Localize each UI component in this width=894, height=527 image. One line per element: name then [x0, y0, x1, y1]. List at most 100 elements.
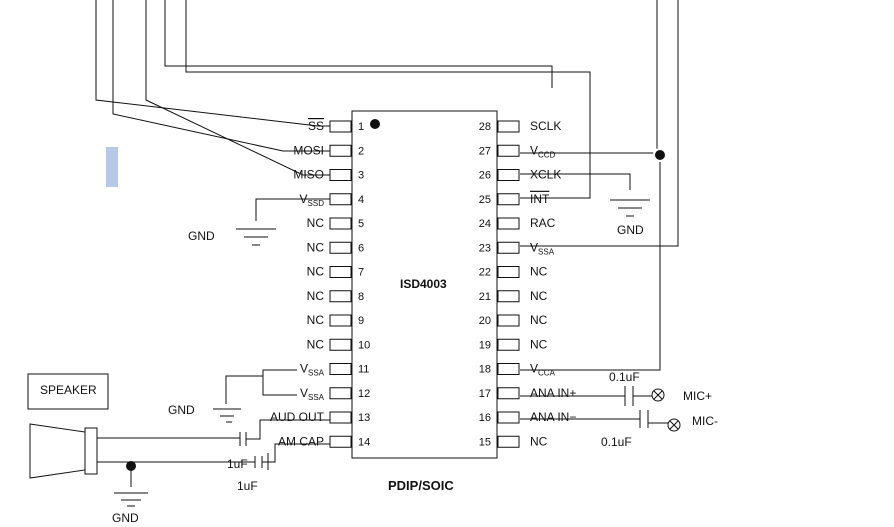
selection-marker — [106, 147, 118, 187]
left-pin-box-5 — [329, 217, 352, 230]
left-pin-box-4 — [329, 193, 352, 206]
left-pin-num-13: 13 — [358, 412, 370, 424]
right-pin-box-27 — [497, 144, 520, 157]
gnd-vssd: GND — [188, 198, 330, 246]
right-pin-label-24: RAC — [530, 216, 556, 230]
left-pin-box-3 — [329, 169, 352, 181]
right-pin-num-24: 24 — [479, 218, 491, 230]
right-pin-num-23: 23 — [479, 242, 491, 254]
right-pin-label-27: VCCD — [530, 143, 556, 159]
chip-body — [351, 110, 498, 459]
right-pin-label-21: NC — [530, 289, 548, 303]
left-pin-box-6 — [329, 241, 352, 254]
left-pin-num-12: 12 — [358, 388, 370, 400]
left-pin-sub-4: SSD — [308, 199, 325, 208]
package-label: PDIP/SOIC — [388, 478, 454, 493]
right-pin-box-28 — [497, 120, 520, 133]
left-pin-label-12: VSSA — [300, 386, 325, 402]
gnd-label-2: GND — [617, 223, 644, 237]
right-pin-num-16: 16 — [479, 412, 491, 424]
right-pin-num-26: 26 — [479, 170, 491, 182]
left-pin-num-14: 14 — [358, 436, 370, 448]
right-pin-box-23 — [497, 241, 520, 254]
speaker-label-box — [27, 373, 109, 410]
gnd-label-1: GND — [188, 229, 215, 243]
gnd-xclk: GND — [610, 199, 650, 237]
right-pin-label-18: VCCA — [530, 362, 556, 378]
left-pin-label-13: AUD OUT — [270, 410, 325, 424]
right-pin-box-18 — [497, 363, 520, 375]
right-pin-num-19: 19 — [479, 339, 491, 351]
left-pin-label-4: VSSD — [300, 192, 325, 208]
mic-plus-label: MIC+ — [683, 389, 712, 403]
left-pin-label-11: VSSA — [300, 362, 325, 378]
right-pin-box-16 — [497, 411, 520, 424]
right-pin-label-15: NC — [530, 434, 548, 448]
top-left-wires — [95, 0, 591, 199]
left-pin-num-5: 5 — [358, 218, 364, 230]
left-pin-num-2: 2 — [358, 145, 364, 157]
left-pin-box-10 — [329, 338, 352, 351]
right-pin-box-25 — [497, 193, 520, 206]
gnd-label-3: GND — [168, 403, 195, 417]
right-pin-num-21: 21 — [479, 291, 491, 303]
right-pin-box-24 — [497, 217, 520, 230]
left-pin-box-14 — [329, 435, 352, 448]
gnd-vssa: GND — [168, 369, 297, 423]
right-pin-num-18: 18 — [479, 364, 491, 376]
right-pin-label-23: VSSA — [530, 240, 555, 256]
right-pin-num-25: 25 — [479, 194, 491, 206]
left-pin-num-10: 10 — [358, 339, 370, 351]
left-pin-label-2: MOSI — [293, 143, 324, 157]
mic-minus-label: MIC- — [692, 414, 718, 428]
cap-amcap-below: 1uF — [237, 479, 258, 493]
left-pin-num-8: 8 — [358, 291, 364, 303]
mic-wiring — [520, 386, 681, 432]
right-pin-label-26: XCLK — [530, 168, 561, 182]
right-pin-num-27: 27 — [479, 145, 491, 157]
pin1-marker — [370, 119, 380, 129]
junction-dot — [653, 148, 667, 162]
right-pin-box-19 — [497, 338, 520, 351]
cap-mic-minus-label: 0.1uF — [601, 435, 632, 449]
left-pin-num-1: 1 — [358, 121, 364, 133]
left-pin-num-4: 4 — [358, 194, 364, 206]
left-pin-box-1 — [329, 120, 352, 133]
chip-name: ISD4003 — [400, 277, 447, 291]
right-pin-label-22: NC — [530, 265, 548, 279]
left-pin-label-9: NC — [307, 313, 325, 327]
left-pin-box-2 — [329, 144, 352, 157]
right-pin-sub-23: SSA — [538, 247, 555, 256]
speaker-wiring — [97, 419, 330, 507]
left-pin-label-1: SS — [308, 119, 324, 133]
left-pin-num-9: 9 — [358, 315, 364, 327]
left-pin-label-5: NC — [307, 216, 325, 230]
right-pin-sub-18: CCA — [538, 369, 556, 378]
right-pin-label-16: ANA IN− — [530, 410, 576, 424]
left-pin-num-3: 3 — [358, 170, 364, 182]
gnd-label-4: GND — [112, 511, 139, 525]
left-pin-sub-12: SSA — [308, 393, 325, 402]
right-pin-label-20: NC — [530, 313, 548, 327]
right-pin-num-15: 15 — [479, 436, 491, 448]
cap-mic-plus-label: 0.1uF — [609, 370, 640, 384]
left-pin-label-14: AM CAP — [278, 434, 324, 448]
right-pin-label-28: SCLK — [530, 119, 561, 133]
right-pin-label-19: NC — [530, 337, 548, 351]
left-pin-num-11: 11 — [358, 364, 369, 376]
left-pin-label-8: NC — [307, 289, 325, 303]
left-pin-box-8 — [329, 290, 352, 303]
right-pin-box-15 — [497, 435, 520, 448]
left-pin-box-7 — [329, 266, 352, 278]
left-pin-box-12 — [329, 387, 352, 400]
right-pin-sub-27: CCD — [538, 150, 556, 159]
speaker-icon — [29, 423, 98, 479]
right-pin-box-20 — [497, 314, 520, 327]
speaker-label: SPEAKER — [40, 383, 97, 397]
right-pin-num-20: 20 — [479, 315, 491, 327]
left-pin-num-6: 6 — [358, 242, 364, 254]
left-pin-label-7: NC — [307, 265, 325, 279]
right-pin-box-22 — [497, 266, 520, 278]
right-pin-num-17: 17 — [479, 388, 491, 400]
